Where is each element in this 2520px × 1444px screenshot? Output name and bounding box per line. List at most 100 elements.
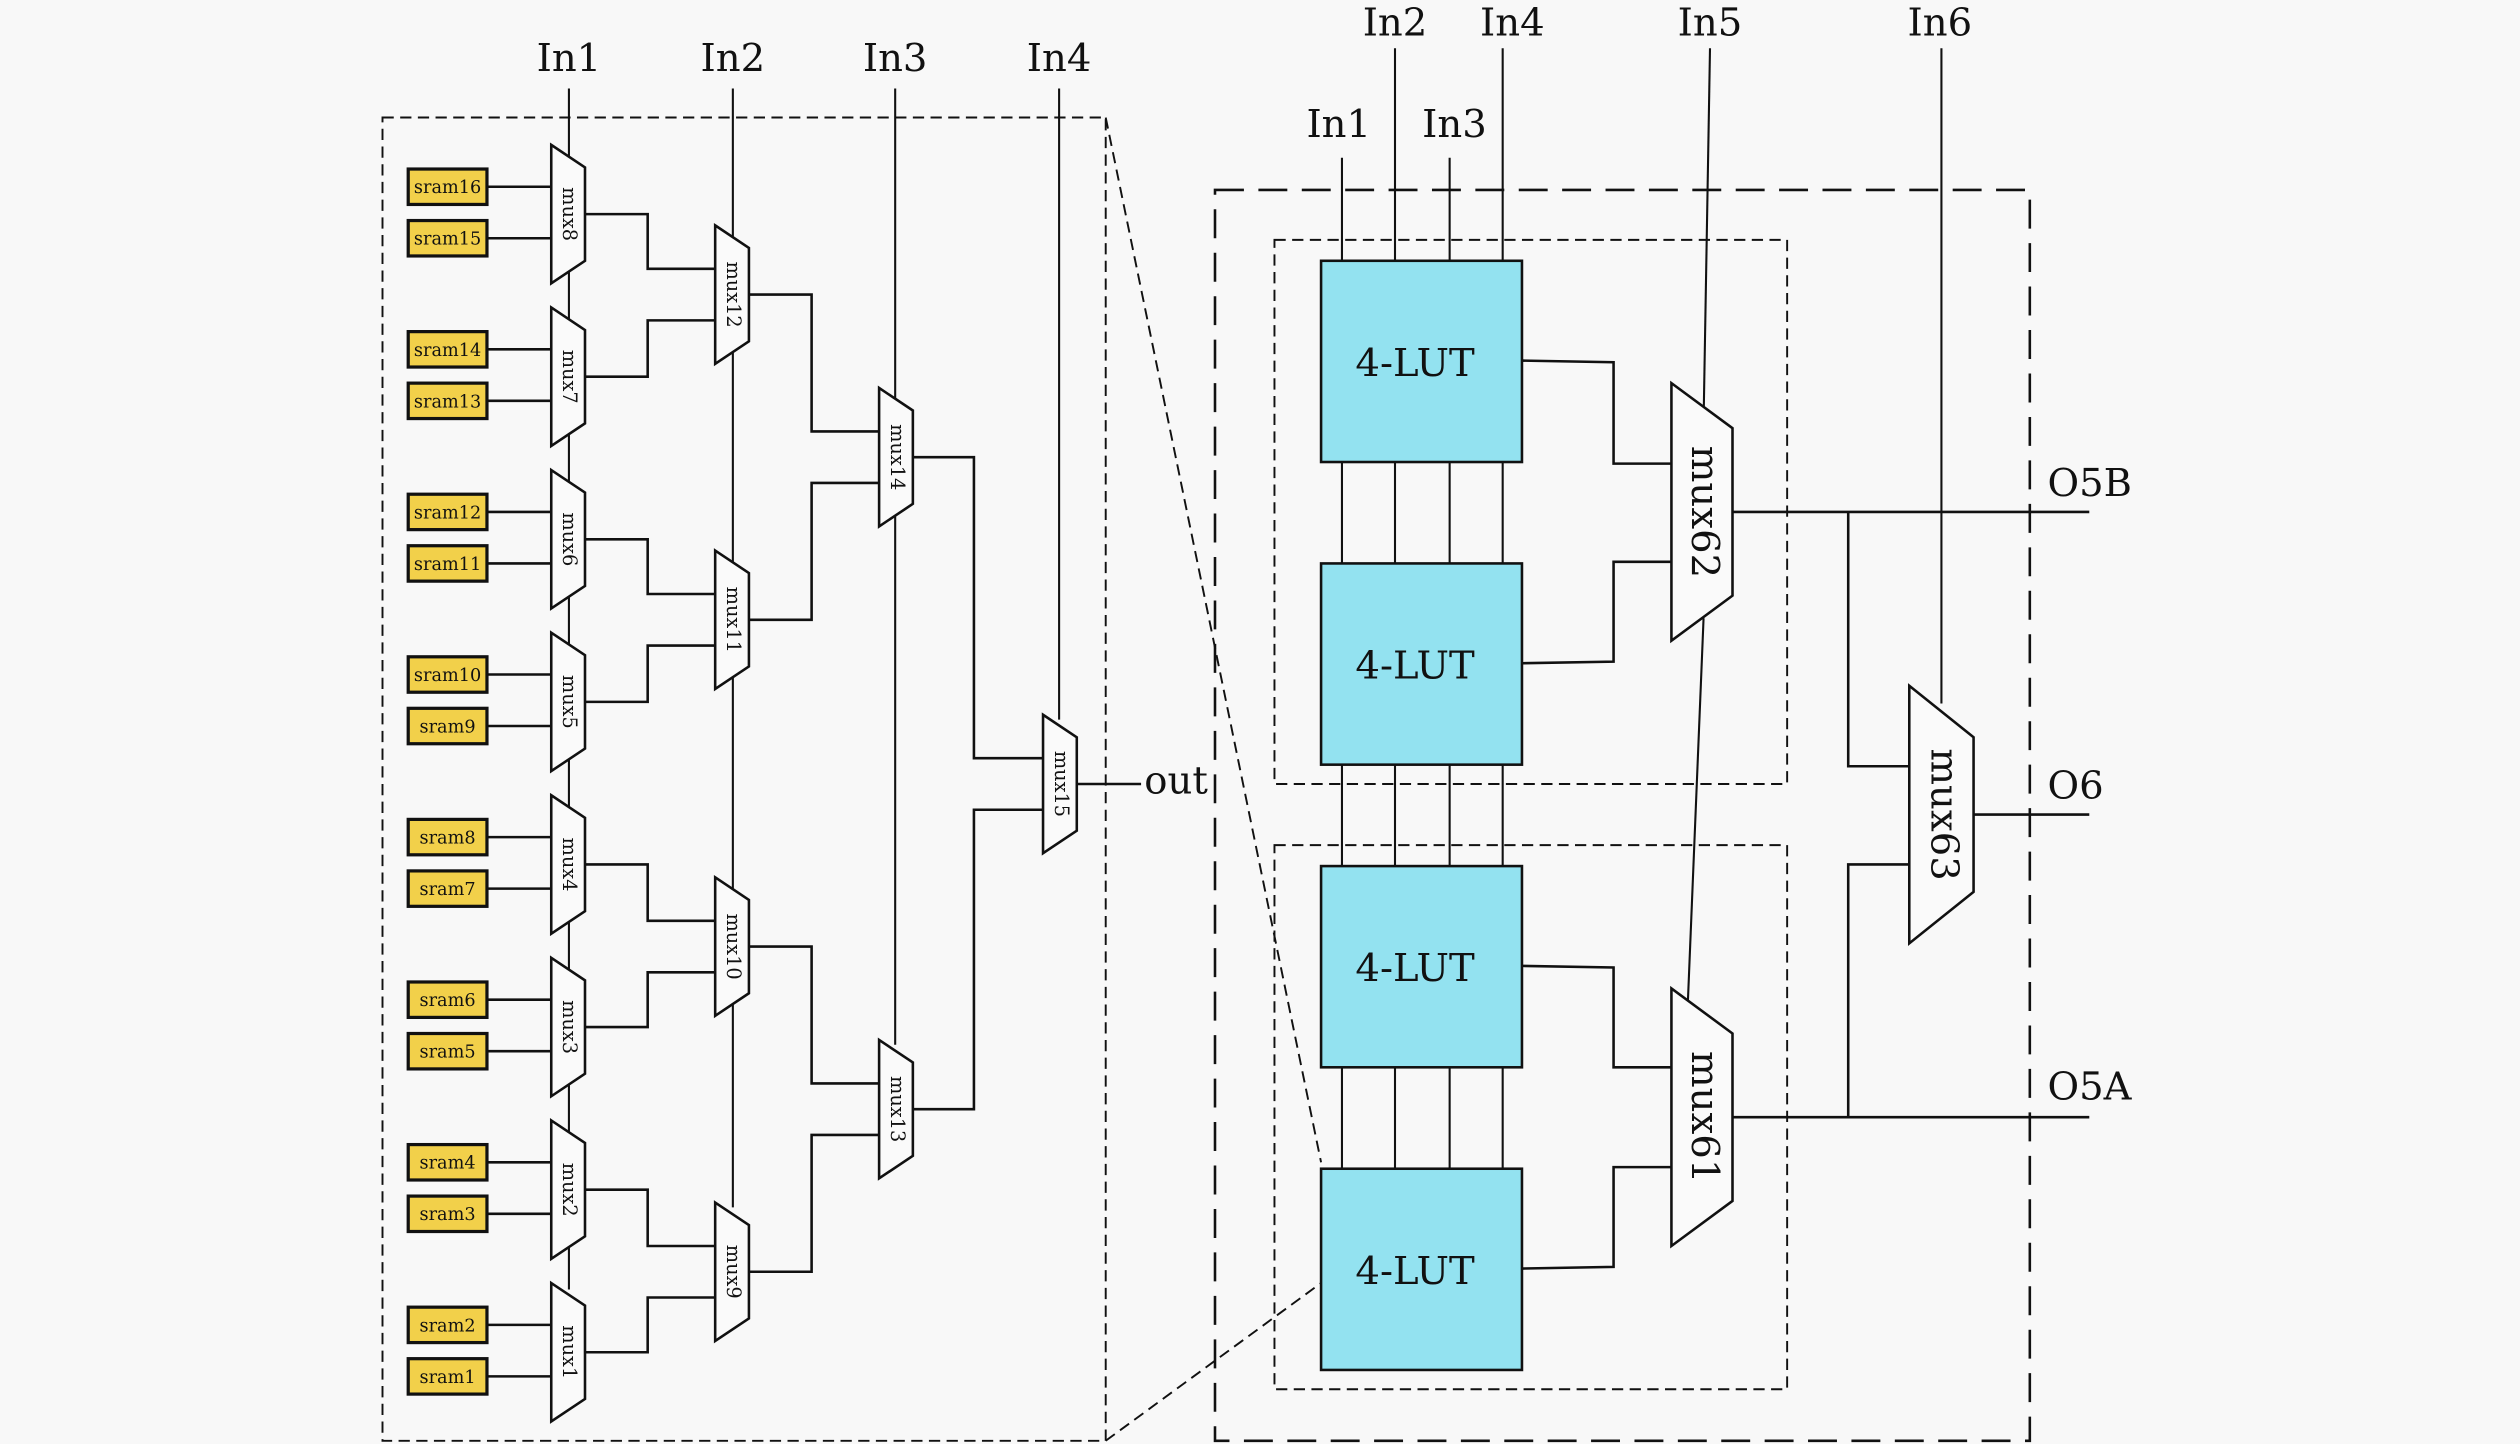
sram-box-sram12 — [406, 492, 489, 532]
wire — [585, 212, 716, 271]
right-input-label-in1: In1 — [1306, 102, 1371, 147]
sram-label-sram9: sram9 — [420, 717, 476, 737]
output-label-o6: O6 — [2047, 763, 2103, 808]
sram-box-sram10 — [406, 655, 489, 694]
mux-mux3 — [549, 955, 587, 1099]
left-input-label-in3: In3 — [863, 36, 928, 81]
lut-label-1: 4-LUT — [1355, 341, 1475, 386]
left-input-label-in1: In1 — [537, 36, 602, 81]
mux-mux5 — [549, 630, 587, 774]
mux-mux6-label: mux6 — [558, 512, 581, 566]
right-input-label-in3: In3 — [1422, 102, 1487, 147]
mux-mux10-label: mux10 — [722, 913, 745, 979]
sram-label-sram6: sram6 — [420, 991, 476, 1011]
mux-mux14 — [877, 385, 915, 529]
mux-mux8 — [549, 142, 587, 286]
mux-mux1 — [549, 1280, 587, 1424]
sram-box-sram7 — [406, 869, 489, 908]
mux-mux62-label: mux62 — [1682, 446, 1727, 578]
sram-label-sram15: sram15 — [414, 230, 481, 250]
sram-box-sram13 — [406, 381, 489, 421]
sram-label-sram3: sram3 — [420, 1205, 476, 1225]
mux-mux13 — [877, 1037, 915, 1181]
mux-mux11-label: mux11 — [722, 587, 745, 653]
left-input-label-in4: In4 — [1027, 36, 1092, 81]
mux-mux4 — [549, 792, 587, 937]
mux-mux63-label: mux63 — [1921, 748, 1966, 880]
sram-label-sram2: sram2 — [420, 1316, 476, 1336]
sram-label-sram16: sram16 — [414, 178, 481, 198]
sram-box-sram4 — [406, 1142, 489, 1182]
lut-label-3: 4-LUT — [1355, 946, 1475, 991]
sram-box-sram16 — [406, 167, 489, 207]
sram-label-sram1: sram1 — [420, 1368, 476, 1388]
sram-box-sram3 — [406, 1194, 489, 1234]
mux-mux6 — [549, 467, 587, 611]
wire — [748, 481, 880, 622]
wire — [748, 293, 880, 433]
sram-box-sram5 — [406, 1031, 489, 1071]
lut-box-2 — [1319, 562, 1524, 766]
wire — [585, 537, 716, 596]
mux-mux15-label: mux15 — [1050, 751, 1073, 817]
mux-mux62 — [1670, 380, 1734, 644]
mux-mux2-label: mux2 — [558, 1163, 581, 1217]
sram-label-sram11: sram11 — [414, 555, 481, 575]
lut-box-1 — [1319, 259, 1524, 464]
lut-label-2: 4-LUT — [1355, 644, 1475, 689]
mux-mux14-label: mux14 — [886, 424, 909, 490]
lut-box-3 — [1319, 864, 1524, 1069]
mux-mux7 — [549, 305, 587, 449]
in5-wire-continued — [1686, 618, 1705, 1012]
left-input-label-in2: In2 — [701, 36, 766, 81]
mux-mux12 — [713, 222, 751, 367]
wire — [1846, 511, 1910, 768]
wire — [1521, 359, 1672, 465]
mux-mux10 — [713, 874, 751, 1019]
wire — [912, 455, 1044, 760]
sram-box-sram6 — [406, 980, 489, 1020]
mux-mux63 — [1908, 683, 1975, 947]
mux-mux61 — [1670, 985, 1734, 1249]
wire — [1521, 964, 1672, 1069]
wire — [585, 863, 716, 923]
zoom-line-bottom — [1105, 1282, 1322, 1442]
wire — [1521, 560, 1672, 665]
sram-label-sram4: sram4 — [420, 1154, 476, 1174]
output-label-out: out — [1144, 759, 1208, 804]
wire — [1846, 863, 1910, 1118]
sram-box-sram2 — [406, 1305, 489, 1345]
wire — [748, 945, 880, 1085]
mux-mux1-label: mux1 — [558, 1325, 581, 1379]
mux-mux12-label: mux12 — [722, 261, 745, 327]
in5-wire — [1702, 48, 1712, 422]
wire — [748, 1133, 880, 1274]
wire — [585, 644, 716, 704]
sram-box-sram15 — [406, 218, 489, 258]
sram-label-sram5: sram5 — [420, 1043, 476, 1063]
lut-label-4: 4-LUT — [1355, 1249, 1475, 1294]
right-input-label-in5: In5 — [1678, 0, 1743, 45]
mux-mux7-label: mux7 — [558, 350, 581, 404]
mux-mux4-label: mux4 — [558, 838, 581, 892]
zoom-line-top — [1104, 117, 1323, 1163]
sram-box-sram11 — [406, 544, 489, 583]
wire — [585, 1188, 716, 1248]
output-label-o5a: O5A — [2047, 1064, 2132, 1109]
mux-mux61-label: mux61 — [1682, 1051, 1727, 1183]
wire — [585, 1296, 716, 1354]
sram-label-sram10: sram10 — [414, 666, 481, 686]
sram-label-sram7: sram7 — [420, 880, 476, 900]
mux-mux13-label: mux13 — [886, 1076, 909, 1142]
sram-box-sram14 — [406, 330, 489, 369]
sram-label-sram13: sram13 — [414, 392, 481, 412]
output-label-o5b: O5B — [2047, 461, 2131, 506]
sram-box-sram9 — [406, 706, 489, 746]
right-input-label-in2: In2 — [1363, 0, 1428, 45]
sram-label-sram12: sram12 — [414, 503, 481, 523]
mux-mux15 — [1041, 712, 1079, 856]
wire — [585, 319, 716, 378]
sram-box-sram1 — [406, 1357, 489, 1396]
mux-mux3-label: mux3 — [558, 1000, 581, 1054]
